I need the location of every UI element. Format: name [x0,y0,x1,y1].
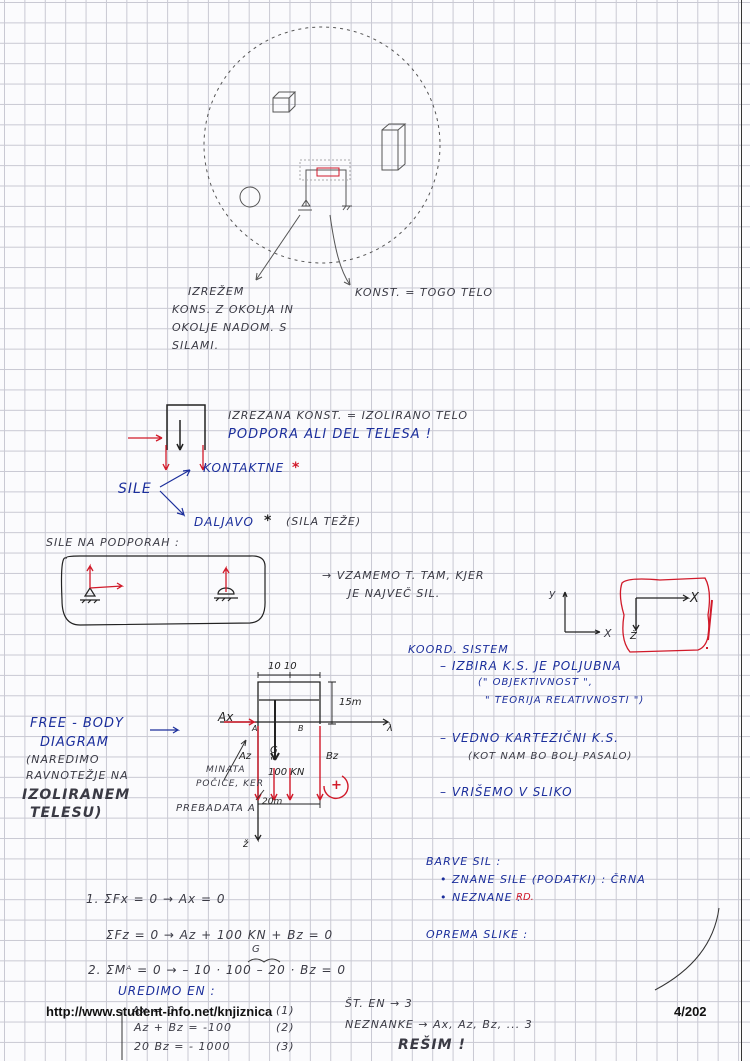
system-eq1: Ax = 0 [132,1004,176,1017]
coord-red-x-label: X [690,591,699,606]
fbd-load: 100 KN [268,767,305,778]
top-label-line2: KONS. Z OKOLJA IN [172,303,294,316]
fbd-dim-top: 10 10 [268,661,297,672]
coord-red-z-label: Ž [630,631,637,642]
unknowns-count: NEZNANKE → Ax, Az, Bz, ... 3 [345,1018,533,1031]
fbd-title2: DIAGRAM [40,735,109,750]
solve-title: UREDIMO EN : [118,984,216,998]
fbd-minus-note3: PREBADATA A [176,803,256,814]
fbd-minus-note2: POČICE, KER [196,779,264,789]
footer-url[interactable]: http://www.student-info.net/knjiznica [46,1004,273,1019]
equipment-label: OPREMA SLIKE : [426,928,529,941]
supports-title: SILE NA PODPORAH : [46,536,180,549]
right-margin-line [741,0,742,1061]
cube-small [272,91,297,113]
colors-title: BARVE SIL : [426,855,502,868]
fbd-moment-plus: + [331,778,342,793]
ball-shape [239,186,261,208]
fbd-ax: Ax [218,710,234,724]
system-eq2: Az + Bz = -100 [134,1021,233,1034]
system-eq2-num: (2) [276,1021,295,1034]
fbd-note3: IZOLIRANEM [22,787,131,803]
colors-unknown-value: RD. [516,892,534,903]
coord-y-label: y [549,587,557,600]
top-label-line3: OKOLJE NADOM. S [172,321,288,334]
isolated-line2: PODPORA ALI DEL TELESA ! [228,427,433,442]
equation-3: 2. ΣMᴬ = 0 → – 10 · 100 – 20 · Bz = 0 [88,963,346,977]
fbd-note4: TELESU) [30,805,103,821]
system-eq3-num: (3) [276,1040,295,1053]
fbd-note2: RAVNOTEŽJE NA [26,769,129,782]
supports-box [60,555,601,635]
isolated-body [166,404,206,451]
distant-star: * [264,513,272,529]
coord-item1: – IZBIRA K.S. JE POLJUBNA [440,659,622,673]
arrow-right [329,214,351,286]
top-label-line4: SILAMI. [172,339,220,352]
equation-2-g: G [252,944,261,955]
coord-item2b: (KOT NAM BO BOLJ PASALO) [468,751,633,762]
isolated-line1: IZREZANA KONST. = IZOLIRANO TELO [228,409,469,422]
environment-circle [203,26,441,264]
top-label-line1: IZREŽEM [188,285,245,298]
equation-count: ŠT. EN → 3 [345,997,413,1010]
fbd-title1: FREE - BODY [30,716,124,731]
page-number: 4/202 [674,1004,707,1019]
frame-structure [298,159,352,211]
coord-item1c: " TEORIJA RELATIVNOSTI ") [485,695,645,706]
fbd-bz: Bz [326,751,339,762]
fbd-g: G [270,745,278,756]
fbd-g-sym: " [270,756,275,767]
gravity-label: (SILA TEŽE) [286,515,362,528]
top-label-right: KONST. = TOGO TELO [355,286,494,299]
fbd-width: 20m [262,797,283,807]
fbd-axis-z: ž [243,839,249,850]
coord-item3: – VRIŠEMO V SLIKO [440,785,573,799]
solve-label: REŠIM ! [398,1037,466,1053]
coord-x-label: X [604,627,613,640]
arrow-left [255,214,301,281]
fbd-point-a: A [252,724,258,733]
fbd-note1: (NAREDIMO [26,753,100,766]
colors-unknown: • NEZNANE : [440,891,522,904]
fbd-height: 15m [339,697,362,708]
colors-known: • ZNANE SILE (PODATKI) : ČRNA [440,873,646,886]
take-point-line2: JE NAJVEČ SIL. [348,587,441,600]
coord-title: KOORD. SISTEM [408,643,509,656]
equation-2: ΣFz = 0 → Az + 100 KN + Bz = 0 [106,928,334,942]
cube-tall [381,123,407,171]
coord-item2: – VEDNO KARTEZIČNI K.S. [440,731,619,745]
contact-star: * [292,460,300,476]
contact-forces-label: KONTAKTNE [203,461,285,475]
system-eq3: 20 Bz = - 1000 [134,1040,231,1053]
system-eq1-num: (1) [276,1004,295,1017]
fbd-axis-x: λ [387,723,393,734]
fbd-az: Az [239,751,252,762]
distant-forces-label: DALJAVO [194,515,254,529]
equation-1: 1. ΣFx = 0 → Ax = 0 [86,892,226,906]
take-point-line1: → VZAMEMO T. TAM, KJER [322,569,485,582]
fbd-minus-note1: MINATA [206,765,246,775]
coord-item1b: (" OBJEKTIVNOST ", [478,677,593,688]
fbd-point-b: B [298,724,304,733]
forces-label: SILE [118,481,152,497]
